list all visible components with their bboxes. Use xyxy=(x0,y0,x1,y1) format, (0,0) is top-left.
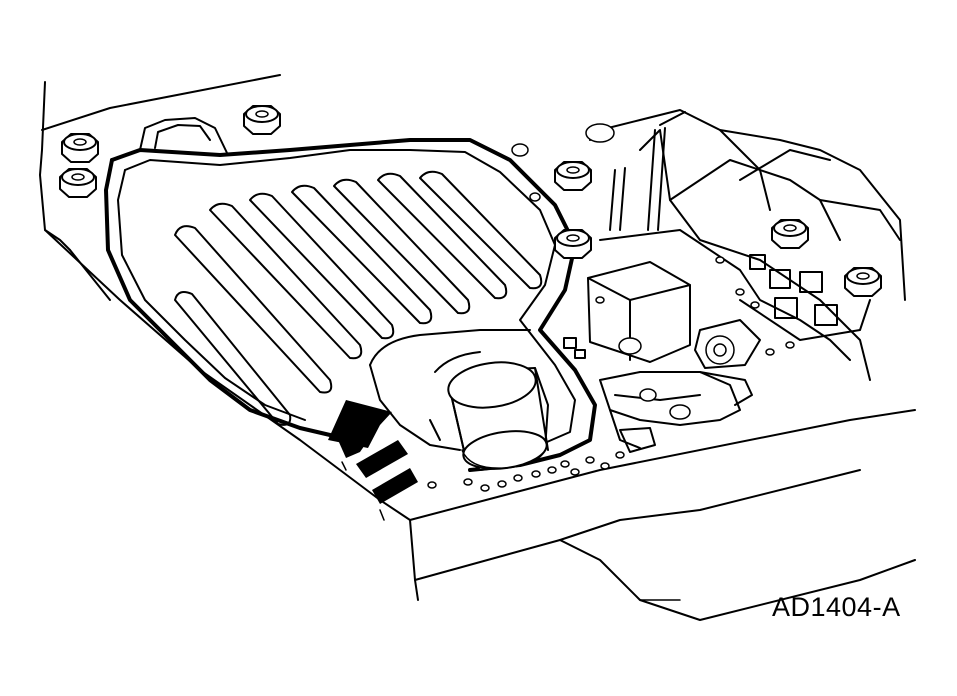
case-holes xyxy=(427,123,795,492)
hex-bolt-icon xyxy=(59,105,882,297)
filter-pickup-tube xyxy=(447,361,549,471)
transmission-case xyxy=(39,74,916,621)
filter-ribs xyxy=(174,170,543,426)
figure-code-label: AD1404-A xyxy=(772,592,901,622)
valve-body xyxy=(563,109,906,453)
transmission-filter xyxy=(104,117,597,472)
upward-install-arrow-icon xyxy=(328,400,418,521)
